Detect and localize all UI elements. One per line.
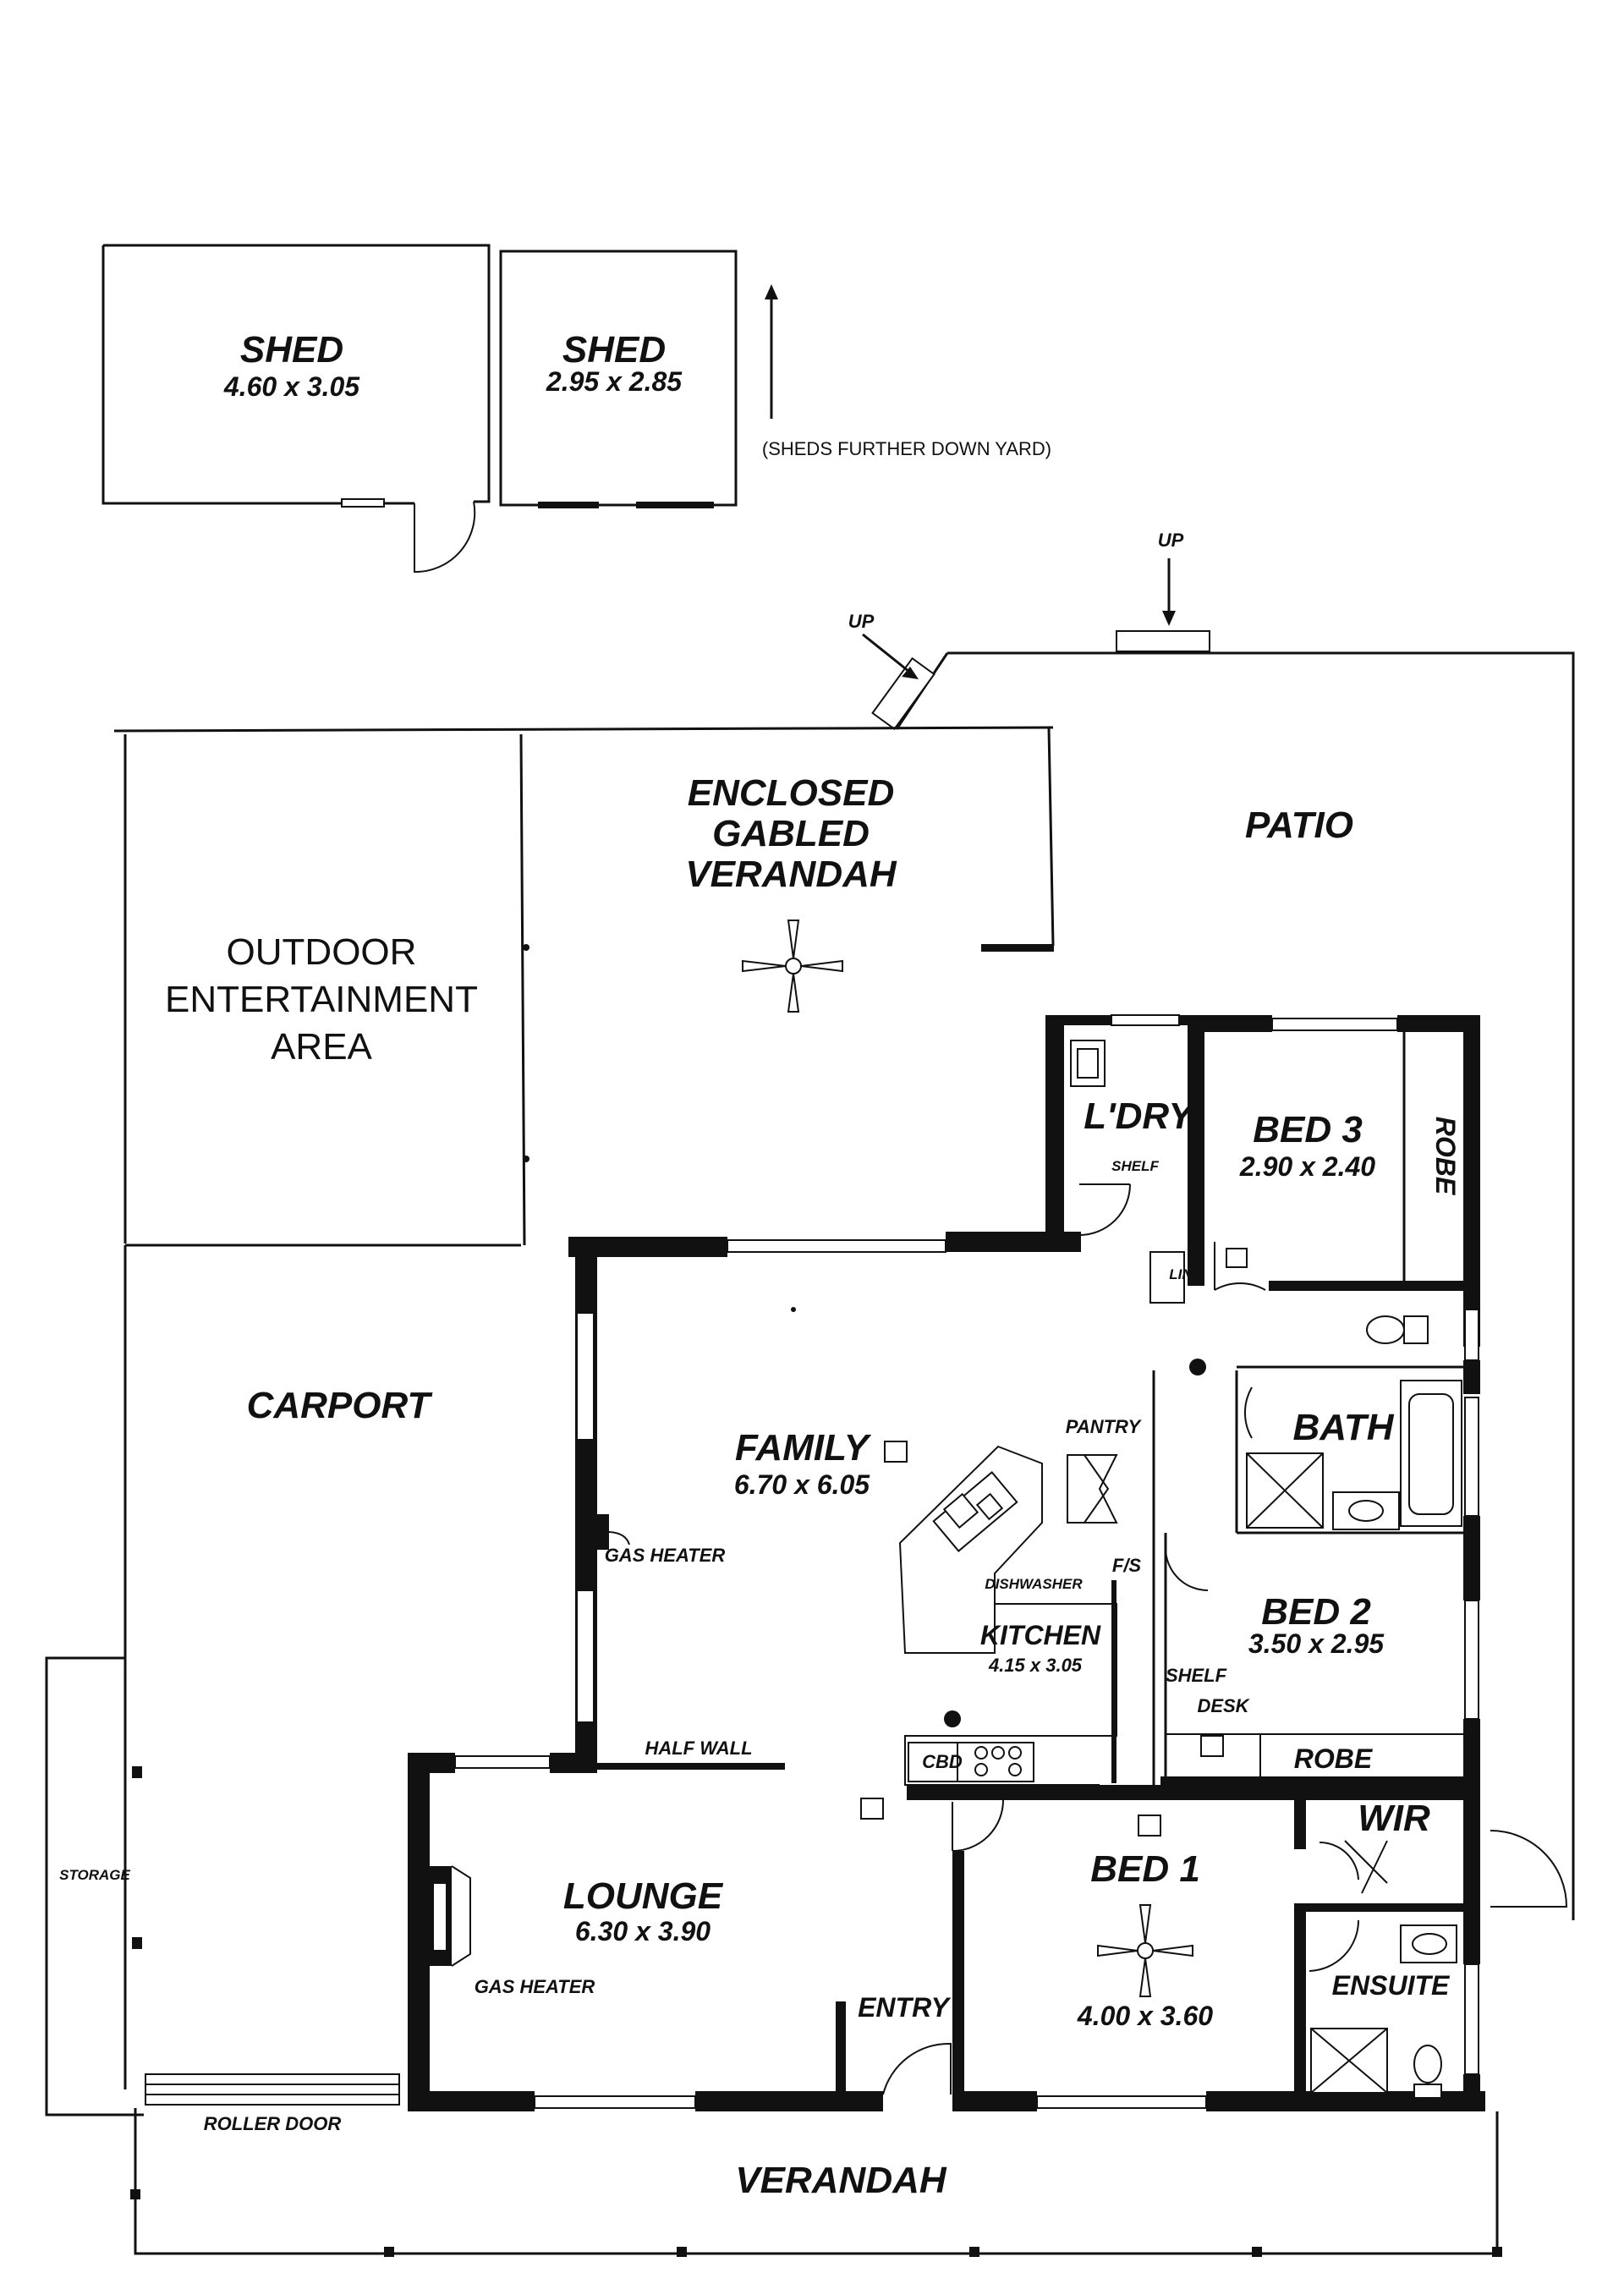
bed3-size: 2.90 x 2.40 [1239, 1151, 1375, 1182]
up-label-top: UP [1158, 530, 1184, 551]
entry-door [836, 2001, 952, 2095]
ceiling-fan-verandah [742, 920, 843, 1013]
lounge-size: 6.30 x 3.90 [575, 1916, 710, 1946]
pantry-doors [1067, 1454, 1118, 1524]
shed-small [499, 250, 738, 508]
outdoor-area-line1: OUTDOOR [227, 931, 417, 973]
bed2-shelf-label: SHELF [1166, 1665, 1227, 1686]
cbd-label: CBD [922, 1751, 963, 1772]
linen-label: LIN [1169, 1266, 1193, 1282]
verandah-enclosed-line1: ENCLOSED [688, 772, 894, 814]
shed-small-title: SHED [562, 329, 666, 371]
lounge-fireplace [430, 1865, 471, 1967]
bed1-title: BED 1 [1090, 1848, 1200, 1890]
wir-label: WIR [1358, 1798, 1430, 1839]
bed2-robe-label: ROBE [1294, 1743, 1374, 1774]
bath-label: BATH [1293, 1407, 1395, 1448]
kitchen-size: 4.15 x 3.05 [988, 1655, 1083, 1676]
family-size: 6.70 x 6.05 [734, 1469, 870, 1500]
pantry-label: PANTRY [1066, 1416, 1143, 1437]
patio-outline [862, 558, 1575, 1920]
verandah-label: VERANDAH [735, 2160, 947, 2201]
outdoor-area-line2: ENTERTAINMENT [165, 979, 478, 1020]
entry-label: ENTRY [858, 1992, 952, 2023]
outdoor-area-line3: AREA [271, 1026, 372, 1068]
outdoor-structure [113, 726, 1055, 1312]
shed-small-size: 2.95 x 2.85 [546, 366, 683, 397]
kitchen-title: KITCHEN [980, 1620, 1101, 1650]
carport-label: CARPORT [247, 1385, 433, 1426]
shower-main [1246, 1452, 1324, 1529]
wir-fittings [1319, 1840, 1388, 1894]
shed-large-title: SHED [240, 329, 343, 371]
laundry-label: L'DRY [1084, 1095, 1196, 1137]
family-gas-heater [597, 1514, 630, 1550]
heater-vent-family [884, 1441, 908, 1463]
shed-large [102, 244, 491, 574]
ensuite-fittings [1309, 1919, 1457, 2099]
toilet-main-bath [1366, 1315, 1429, 1344]
heater-vent-bed1 [1138, 1815, 1161, 1837]
verandah-enclosed-line3: VERANDAH [685, 854, 897, 895]
kitchen-bench [898, 1445, 1117, 1786]
sheds-further-arrow [765, 284, 778, 419]
half-wall-label: HALF WALL [645, 1738, 752, 1759]
dishwasher-label: DISHWASHER [985, 1576, 1083, 1592]
lounge-title: LOUNGE [563, 1875, 724, 1917]
bed2-desk-label: DESK [1197, 1695, 1250, 1716]
family-title: FAMILY [735, 1427, 872, 1469]
bathtub [1400, 1380, 1462, 1527]
lounge-gas-heater-label: GAS HEATER [475, 1976, 595, 1997]
verandah-enclosed-line2: GABLED [712, 813, 870, 854]
bed1-size: 4.00 x 3.60 [1077, 2001, 1213, 2031]
family-gas-heater-label: GAS HEATER [605, 1545, 726, 1566]
roller-door-label: ROLLER DOOR [204, 2113, 342, 2134]
laundry-shelf-label: SHELF [1111, 1158, 1159, 1174]
bed2-size: 3.50 x 2.95 [1248, 1628, 1385, 1659]
ceiling-light-hall [1189, 1359, 1206, 1375]
patio-door [1490, 1830, 1568, 1908]
patio-label: PATIO [1245, 804, 1353, 846]
laundry-trough [1070, 1040, 1106, 1087]
heater-vent-bed3 [1226, 1248, 1248, 1268]
bed3-robe-label: ROBE [1430, 1117, 1461, 1196]
heater-vent-lounge [860, 1798, 884, 1820]
up-label-left: UP [848, 611, 875, 632]
sheds-note: (SHEDS FURTHER DOWN YARD) [762, 438, 1051, 459]
vanity-main [1332, 1491, 1400, 1530]
storage-label: STORAGE [59, 1867, 130, 1883]
bed1-fittings [952, 1799, 1193, 1997]
bed3-title: BED 3 [1253, 1109, 1363, 1150]
front-verandah [130, 2108, 1502, 2257]
carport-outline [45, 1245, 400, 2117]
ensuite-label: ENSUITE [1332, 1970, 1451, 2001]
shed-large-size: 4.60 x 3.05 [223, 371, 360, 402]
bed2-title: BED 2 [1261, 1591, 1371, 1633]
fs-label: F/S [1112, 1555, 1142, 1576]
bed2-fittings [1165, 1733, 1468, 1782]
